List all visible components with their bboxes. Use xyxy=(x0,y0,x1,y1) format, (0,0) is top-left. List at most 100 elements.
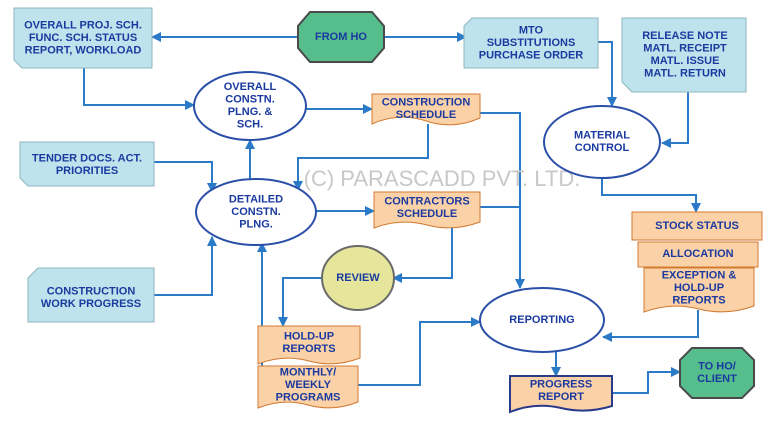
node-label-line: FROM HO xyxy=(315,31,367,43)
arrow-release-note-to-material-control xyxy=(661,92,689,148)
node-label-line: REPORTS xyxy=(282,343,335,355)
node-label-line: MONTHLY/ xyxy=(280,366,336,378)
node-label-line: SCH. xyxy=(237,119,263,131)
arrow-overall-proj-to-overall-constn xyxy=(83,68,195,110)
node-label-line: CONTROL xyxy=(575,142,630,154)
nodes: FROM HO TO HO/CLIENT OVERALL PROJ. SCH.F… xyxy=(13,7,763,414)
review-label: REVIEW xyxy=(336,272,380,284)
node-label-line: CONSTN. xyxy=(225,94,275,106)
node-label-line: REPORT, WORKLOAD xyxy=(25,44,142,56)
connectors xyxy=(83,32,701,394)
node-label-line: REPORTS xyxy=(672,294,725,306)
node-label-line: PRIORITIES xyxy=(56,165,118,177)
node-label-line: WEEKLY xyxy=(285,379,332,391)
node-label-line: MATL. RETURN xyxy=(644,68,726,80)
node-label-line: HOLD-UP xyxy=(674,282,724,294)
node-label-line: TO HO/ xyxy=(698,361,736,373)
node-label-line: OVERALL PROJ. SCH. xyxy=(24,19,142,31)
arrow-monthly-to-reporting xyxy=(358,317,481,386)
node-label-line: OVERALL xyxy=(224,81,277,93)
node-label-line: SCHEDULE xyxy=(397,208,458,220)
node-label-line: HOLD-UP xyxy=(284,331,334,343)
watermark: (C) PARASCADD PVT. LTD. xyxy=(304,166,581,191)
node-label-line: TENDER DOCS. ACT. xyxy=(32,153,142,165)
node-label-line: FUNC. SCH. STATUS xyxy=(29,32,137,44)
node-label-line: CLIENT xyxy=(697,373,737,385)
node-label-line: REPORT xyxy=(538,391,584,403)
to-ho-client-node: TO HO/CLIENT xyxy=(679,347,755,399)
node-label-line: PLNG. & xyxy=(228,106,273,118)
node-label-line: WORK PROGRESS xyxy=(41,298,141,310)
allocation-box: ALLOCATION xyxy=(637,241,759,268)
reporting-label: REPORTING xyxy=(509,314,574,326)
node-label-line: ALLOCATION xyxy=(662,248,733,260)
node-label-line: SCHEDULE xyxy=(396,109,457,121)
arrow-tender-to-detailed xyxy=(154,161,217,193)
node-label-line: PURCHASE ORDER xyxy=(479,49,584,61)
arrow-review-to-hold-up xyxy=(278,277,324,327)
arrow-exception-to-reporting xyxy=(602,310,699,342)
node-label-line: CONTRACTORS xyxy=(384,196,469,208)
arrow-mto-to-material-control xyxy=(598,41,617,107)
tender-docs-box: TENDER DOCS. ACT.PRIORITIES xyxy=(19,141,155,187)
node-label-line: PLNG. xyxy=(239,218,273,230)
node-label-line: CONSTRUCTION xyxy=(47,286,136,298)
node-label-line: PROGRESS xyxy=(530,379,592,391)
allocation-label: ALLOCATION xyxy=(662,248,733,260)
stock-status-label: STOCK STATUS xyxy=(655,220,739,232)
arrow-progress-report-to-to-ho xyxy=(612,367,681,394)
stock-status-box: STOCK STATUS xyxy=(631,211,763,241)
node-label-line: MTO xyxy=(519,24,544,36)
node-label-line: EXCEPTION & xyxy=(662,269,737,281)
node-label-line: PROGRAMS xyxy=(276,391,341,403)
arrow-material-control-to-stock-status xyxy=(601,176,701,213)
from-ho-label: FROM HO xyxy=(315,31,367,43)
node-label-line: CONSTN. xyxy=(231,206,281,218)
to-ho-client-label: TO HO/CLIENT xyxy=(697,361,737,386)
arrow-construction-schedule-to-reporting xyxy=(480,112,525,289)
node-label-line: MATL. RECEIPT xyxy=(643,43,727,55)
arrow-contractors-to-review xyxy=(392,228,453,283)
node-label-line: SUBSTITUTIONS xyxy=(487,37,576,49)
from-ho-node: FROM HO xyxy=(297,11,385,63)
node-label-line: MATERIAL xyxy=(574,130,630,142)
reporting-node: REPORTING xyxy=(479,287,605,353)
node-label-line: MATL. ISSUE xyxy=(651,55,720,67)
node-label-line: STOCK STATUS xyxy=(655,220,739,232)
review-node: REVIEW xyxy=(321,245,395,311)
arrow-construction-schedule-to-detailed xyxy=(293,124,429,191)
node-label-line: CONSTRUCTION xyxy=(382,97,471,109)
node-label-line: REPORTING xyxy=(509,314,574,326)
node-label-line: DETAILED xyxy=(229,193,283,205)
node-label-line: RELEASE NOTE xyxy=(642,30,728,42)
node-label-line: REVIEW xyxy=(336,272,380,284)
tender-docs-label: TENDER DOCS. ACT.PRIORITIES xyxy=(32,153,142,178)
